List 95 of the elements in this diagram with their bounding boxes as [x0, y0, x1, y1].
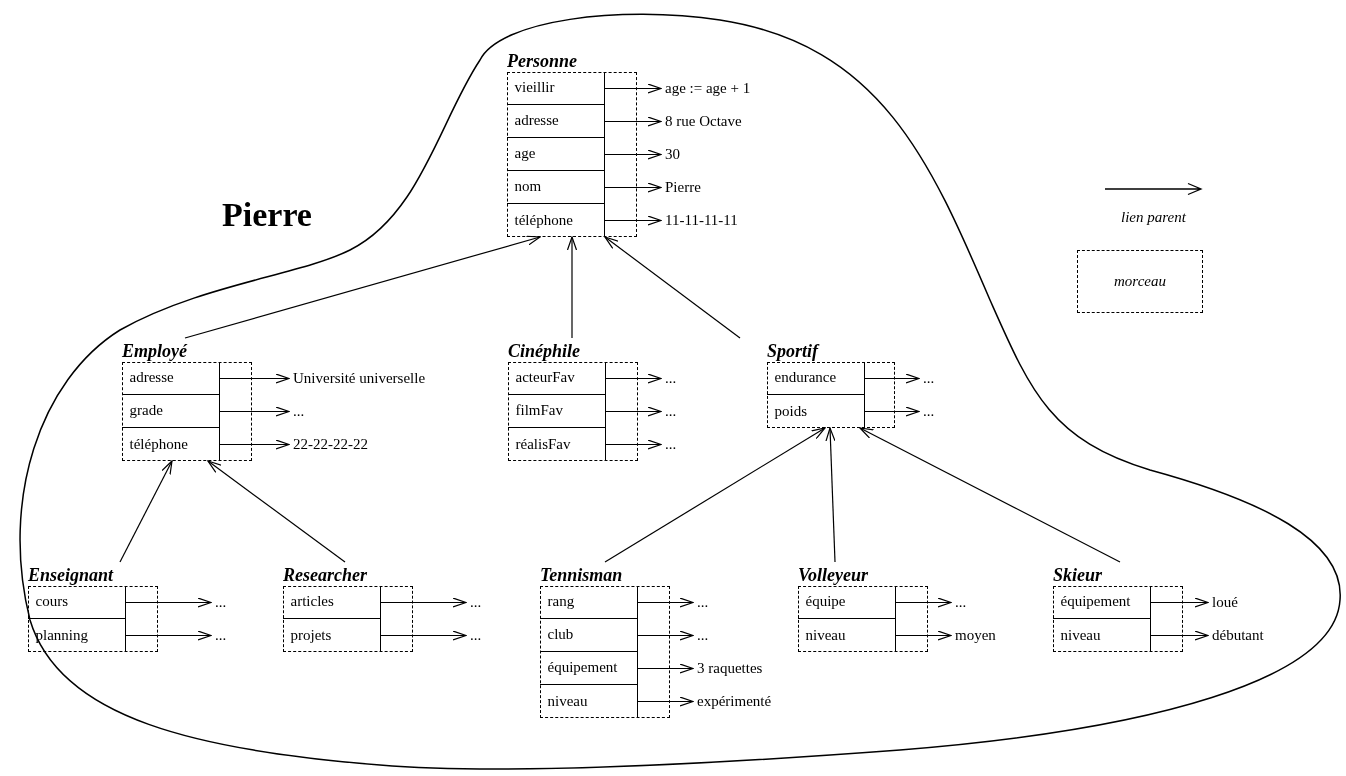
- slot-box: nom: [506, 170, 605, 204]
- slot-value: ...: [665, 437, 677, 452]
- slot-value: ...: [470, 595, 482, 610]
- arrow: [207, 460, 346, 563]
- morceau-title: Tennisman: [540, 566, 623, 586]
- slot-box: club: [539, 618, 638, 652]
- slot-box: cours: [27, 585, 126, 619]
- arrow: [605, 406, 662, 417]
- arrow: [219, 373, 290, 384]
- arrow: [637, 696, 694, 707]
- arrow: [604, 182, 662, 193]
- slot-box: téléphone: [121, 427, 220, 461]
- arrow: [604, 427, 826, 563]
- arrow: [604, 116, 662, 127]
- arrow: [895, 630, 952, 641]
- morceau-title: Volleyeur: [798, 566, 868, 586]
- slot-value: 30: [665, 147, 680, 162]
- slot-box: projets: [282, 618, 381, 652]
- slot-value: 3 raquettes: [697, 661, 763, 676]
- slot-box: acteurFav: [507, 361, 606, 395]
- morceau-title: Sportif: [767, 342, 818, 362]
- slot-box: réalisFav: [507, 427, 606, 461]
- arrow: [1150, 597, 1209, 608]
- slot-value: débutant: [1212, 628, 1264, 643]
- slot-box: équipement: [539, 651, 638, 685]
- arrow: [125, 630, 212, 641]
- arrow: [605, 439, 662, 450]
- morceau-title: Personne: [507, 52, 577, 72]
- slot-value: age := age + 1: [665, 81, 751, 96]
- arrow: [604, 83, 662, 94]
- slot-value: ...: [215, 628, 227, 643]
- slot-box: age: [506, 137, 605, 171]
- object-name: Pierre: [222, 198, 312, 232]
- arrow: [637, 663, 694, 674]
- slot-value: ...: [697, 595, 709, 610]
- slot-box: niveau: [797, 618, 896, 652]
- arrow: [380, 630, 467, 641]
- arrow: [604, 215, 662, 226]
- arrow: [119, 460, 173, 563]
- arrow: [566, 236, 578, 339]
- slot-box: rang: [539, 585, 638, 619]
- slot-box: articles: [282, 585, 381, 619]
- arrow: [219, 406, 290, 417]
- morceau-title: Employé: [122, 342, 187, 362]
- arrow: [825, 427, 836, 563]
- slot-value: ...: [697, 628, 709, 643]
- slot-value: 22-22-22-22: [293, 437, 368, 452]
- arrow: [605, 373, 662, 384]
- morceau-title: Researcher: [283, 566, 367, 586]
- legend-label: lien parent: [1121, 208, 1186, 227]
- arrow: [895, 597, 952, 608]
- slot-box: endurance: [766, 361, 865, 395]
- slot-value: ...: [665, 404, 677, 419]
- slot-box: grade: [121, 394, 220, 428]
- slot-value: ...: [923, 371, 935, 386]
- slot-value: Pierre: [665, 180, 701, 195]
- morceau-title: Cinéphile: [508, 342, 580, 362]
- morceau-title: Skieur: [1053, 566, 1103, 586]
- arrow: [864, 406, 920, 417]
- arrow: [864, 373, 920, 384]
- morceau-title: Enseignant: [28, 566, 114, 586]
- slot-box: adresse: [506, 104, 605, 138]
- slot-value: 8 rue Octave: [665, 114, 742, 129]
- arrow: [637, 630, 694, 641]
- arrow: [859, 427, 1121, 563]
- arrow: [184, 235, 541, 339]
- arrow: [380, 597, 467, 608]
- slot-value: ...: [923, 404, 935, 419]
- slot-value: moyen: [955, 628, 996, 643]
- slot-value: Université universelle: [293, 371, 426, 386]
- slot-box: équipe: [797, 585, 896, 619]
- slot-box: planning: [27, 618, 126, 652]
- slot-value: expérimenté: [697, 694, 772, 709]
- slot-value: ...: [955, 595, 967, 610]
- slot-value: ...: [293, 404, 305, 419]
- legend-morceau-box: morceau: [1077, 250, 1203, 313]
- arrow: [637, 597, 694, 608]
- slot-box: vieillir: [506, 71, 605, 105]
- slot-value: ...: [215, 595, 227, 610]
- slot-value: loué: [1212, 595, 1238, 610]
- arrow: [219, 439, 290, 450]
- slot-value: ...: [470, 628, 482, 643]
- slot-box: adresse: [121, 361, 220, 395]
- slot-value: ...: [665, 371, 677, 386]
- slot-box: niveau: [1052, 618, 1151, 652]
- slot-value: 11-11-11-11: [665, 213, 738, 228]
- arrow: [604, 149, 662, 160]
- slot-box: poids: [766, 394, 865, 428]
- arrow: [125, 597, 212, 608]
- arrow: [1150, 630, 1209, 641]
- arrow: [604, 236, 741, 339]
- slot-box: téléphone: [506, 203, 605, 237]
- slot-box: filmFav: [507, 394, 606, 428]
- slot-box: équipement: [1052, 585, 1151, 619]
- slot-box: niveau: [539, 684, 638, 718]
